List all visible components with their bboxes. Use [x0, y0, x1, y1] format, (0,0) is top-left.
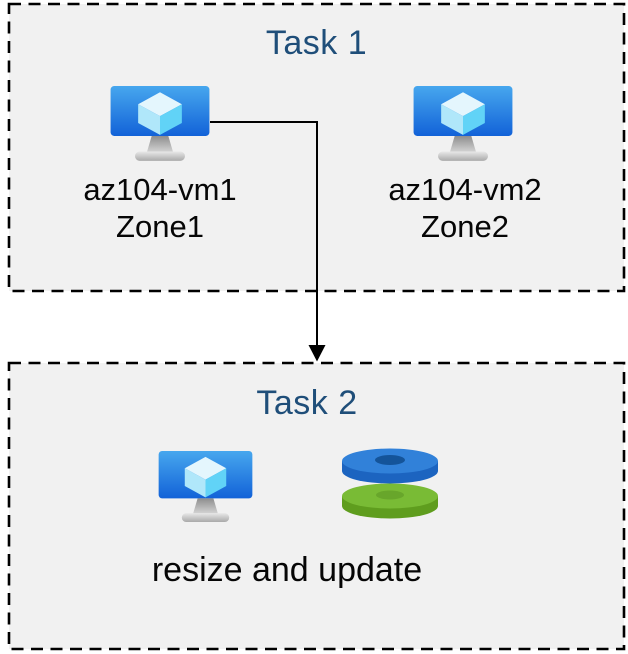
vm1-name: az104-vm1: [83, 172, 237, 207]
task2-caption: resize and update: [151, 551, 423, 589]
vm2-name: az104-vm2: [388, 172, 542, 207]
task2-box: [7, 361, 626, 651]
vm2-zone: Zone2: [421, 209, 509, 244]
vm2-label: az104-vm2 Zone2: [340, 171, 590, 245]
managed-disks-icon: [342, 448, 438, 519]
virtual-machine-icon: [110, 86, 210, 163]
virtual-machine-icon: [158, 451, 253, 524]
connector-arrow: [210, 121, 326, 362]
virtual-machine-icon: [413, 86, 513, 163]
vm1-zone: Zone1: [116, 209, 204, 244]
vm1-label: az104-vm1 Zone1: [35, 171, 285, 245]
task1-title: Task 1: [265, 24, 368, 62]
task2-title: Task 2: [256, 384, 358, 422]
